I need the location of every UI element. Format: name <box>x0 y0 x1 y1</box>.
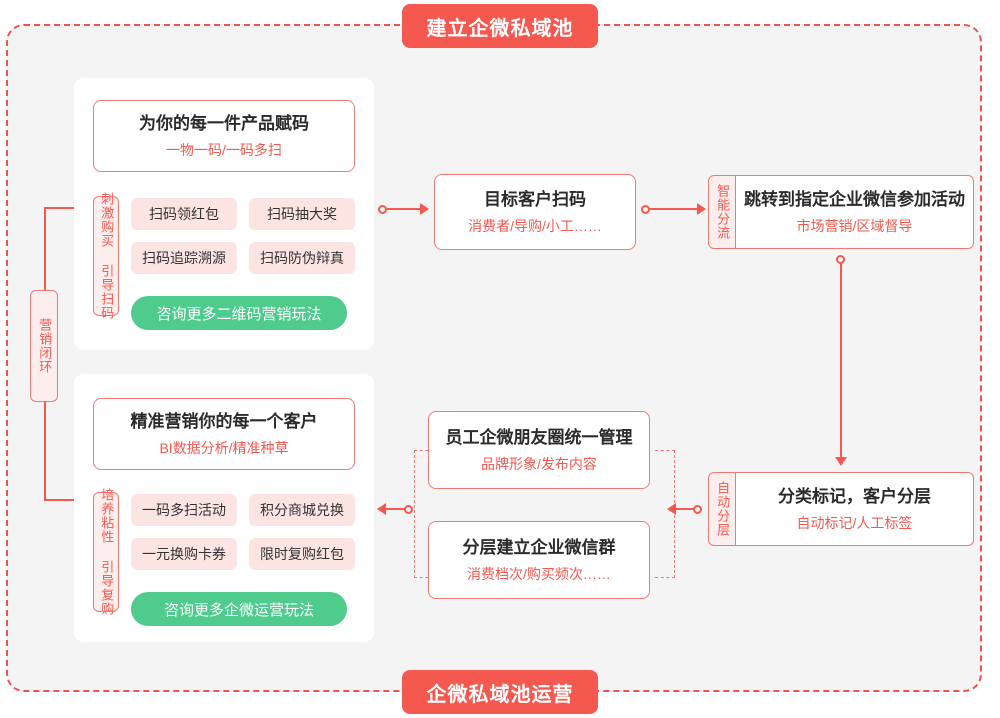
chip-bottom-1[interactable]: 一码多扫活动 <box>131 494 237 526</box>
box-auto-layering: 自动分层 分类标记，客户分层 自动标记/人工标签 <box>708 472 974 546</box>
bottom-headline-subtitle: BI数据分析/精准种草 <box>159 439 289 456</box>
loop-bottom-line <box>44 499 80 501</box>
top-badge: 建立企微私域池 <box>402 4 598 48</box>
connector-scan-start-dot <box>378 205 387 214</box>
panel-precision-marketing: 精准营销你的每一个客户 BI数据分析/精准种草 培养粘性 引导复购 一码多扫活动… <box>74 374 374 642</box>
bottom-badge: 企微私域池运营 <box>402 670 598 714</box>
auto-layering-body: 分类标记，客户分层 自动标记/人工标签 <box>736 472 974 546</box>
groups-title: 分层建立企业微信群 <box>462 538 616 558</box>
bracket-left-middle-group <box>414 450 434 578</box>
panel-code-empowerment: 为你的每一件产品赋码 一物一码/一码多扫 刺激购买 引导扫码 扫码领红包 扫码抽… <box>74 78 374 350</box>
top-side-label: 刺激购买 引导扫码 <box>93 192 119 320</box>
chip-top-4[interactable]: 扫码防伪辩真 <box>249 242 355 274</box>
connector-jump-line <box>650 208 697 210</box>
connector-group-arrowhead <box>667 503 676 515</box>
box-moments-management: 员工企微朋友圈统一管理 品牌形象/发布内容 <box>428 411 650 489</box>
bottom-side-label: 培养粘性 引导复购 <box>93 488 119 616</box>
connector-scan-arrowhead <box>420 203 429 215</box>
jump-subtitle: 市场营销/区域督导 <box>796 217 913 234</box>
cta-qrcode-marketing[interactable]: 咨询更多二维码营销玩法 <box>131 296 347 330</box>
scan-title: 目标客户扫码 <box>484 190 586 210</box>
scan-subtitle: 消费者/导购/小工…… <box>468 217 602 234</box>
smart-routing-body: 跳转到指定企业微信参加活动 市场营销/区域督导 <box>736 175 974 249</box>
box-smart-routing: 智能分流 跳转到指定企业微信参加活动 市场营销/区域督导 <box>708 175 974 249</box>
connector-classify-line <box>840 263 842 457</box>
bottom-headline-title: 精准营销你的每一个客户 <box>130 412 318 432</box>
marketing-loop-label: 营销闭环 <box>30 290 58 402</box>
loop-top-line <box>44 207 84 209</box>
chip-top-3[interactable]: 扫码追踪溯源 <box>131 242 237 274</box>
connector-scan-line <box>387 208 420 210</box>
top-headline-title: 为你的每一件产品赋码 <box>139 114 309 134</box>
chip-top-1[interactable]: 扫码领红包 <box>131 198 237 230</box>
moments-title: 员工企微朋友圈统一管理 <box>445 428 633 448</box>
connector-group-start-dot <box>693 505 702 514</box>
bottom-headline-card: 精准营销你的每一个客户 BI数据分析/精准种草 <box>93 398 355 470</box>
jump-title: 跳转到指定企业微信参加活动 <box>744 190 965 210</box>
top-headline-card: 为你的每一件产品赋码 一物一码/一码多扫 <box>93 100 355 172</box>
connector-panel-line <box>386 508 405 510</box>
box-tiered-wechat-groups: 分层建立企业微信群 消费档次/购买频次…… <box>428 521 650 599</box>
chip-bottom-3[interactable]: 一元换购卡券 <box>131 538 237 570</box>
chip-bottom-2[interactable]: 积分商城兑换 <box>249 494 355 526</box>
connector-panel-arrowhead <box>377 503 386 515</box>
classify-title: 分类标记，客户分层 <box>778 487 931 507</box>
box-target-customer-scan: 目标客户扫码 消费者/导购/小工…… <box>434 174 636 250</box>
smart-routing-tab-label: 智能分流 <box>708 175 736 249</box>
connector-classify-arrowhead <box>835 457 847 466</box>
connector-group-line <box>676 508 694 510</box>
connector-jump-arrowhead <box>697 203 706 215</box>
auto-layering-tab-label: 自动分层 <box>708 472 736 546</box>
chip-bottom-4[interactable]: 限时复购红包 <box>249 538 355 570</box>
cta-enterprise-wechat-ops[interactable]: 咨询更多企微运营玩法 <box>131 592 347 626</box>
connector-jump-start-dot <box>641 205 650 214</box>
connector-panel-start-dot <box>404 505 413 514</box>
top-headline-subtitle: 一物一码/一码多扫 <box>166 141 282 158</box>
moments-subtitle: 品牌形象/发布内容 <box>481 455 597 472</box>
classify-subtitle: 自动标记/人工标签 <box>796 514 913 531</box>
groups-subtitle: 消费档次/购买频次…… <box>467 565 611 582</box>
chip-top-2[interactable]: 扫码抽大奖 <box>249 198 355 230</box>
